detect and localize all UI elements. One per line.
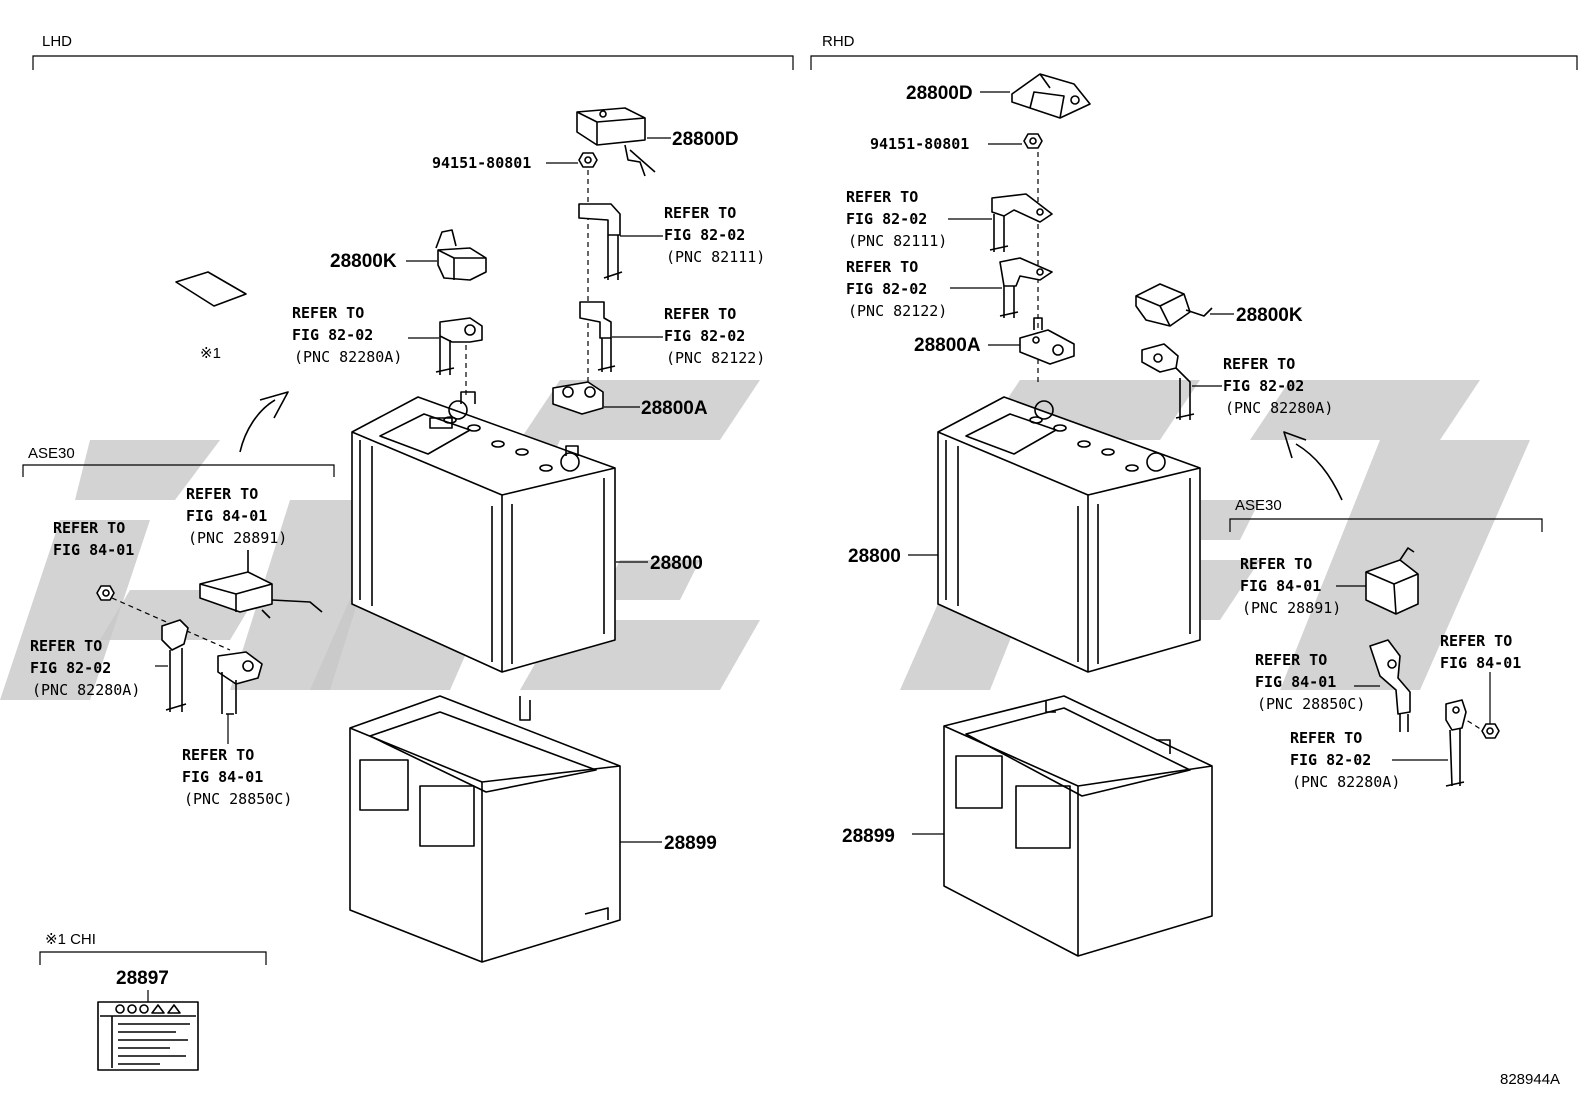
ref-28850c-line3-lhd: (PNC 28850C)	[184, 790, 292, 808]
ref-28891-line3-lhd: (PNC 28891)	[188, 529, 287, 547]
cable-terminal-82280a-rhd	[1141, 343, 1195, 420]
label-28899-rhd: 28899	[842, 826, 895, 847]
ref-28891-line3-rhd: (PNC 28891)	[1242, 599, 1341, 617]
lhd-bracket: LHD	[32, 33, 794, 70]
ref-28891-line2-rhd: FIG 84-01	[1240, 577, 1321, 595]
terminal-cover-28800k-lhd	[435, 229, 487, 281]
ref-82280a2-line2-rhd: FIG 82-02	[1290, 751, 1371, 769]
cable-terminal-82122-rhd	[999, 257, 1053, 318]
rhd-header: RHD	[822, 33, 855, 50]
ref-28891-line1-lhd: REFER TO	[186, 485, 258, 503]
ref-82280a-line1-lhd: REFER TO	[292, 304, 364, 322]
terminal-cover-28800k-rhd	[1135, 283, 1213, 327]
terminal-cover-28800d-lhd	[576, 107, 656, 177]
label-28897: 28897	[116, 968, 169, 989]
nut-8401-lhd	[96, 585, 115, 601]
ref-82111-line2-rhd: FIG 82-02	[846, 210, 927, 228]
cable-terminal-82122-lhd	[579, 301, 616, 372]
lhd-header: LHD	[42, 33, 72, 50]
battery-tray-28899-rhd	[943, 695, 1213, 957]
ref-82122-line2-rhd: FIG 82-02	[846, 280, 927, 298]
direction-arrow-lhd	[239, 391, 289, 453]
label-sheet-lhd	[175, 271, 247, 307]
battery-tray-28899-lhd	[349, 695, 621, 963]
nut-8401-rhd	[1481, 723, 1500, 739]
ref-82280a-line2-rhd: FIG 82-02	[1223, 377, 1304, 395]
ref-82280a2-line3-rhd: (PNC 82280A)	[1292, 773, 1400, 791]
label-28800k-rhd: 28800K	[1236, 305, 1303, 326]
ref-82122-line3-rhd: (PNC 82122)	[848, 302, 947, 320]
terminal-cover-28800d-rhd	[1011, 73, 1091, 119]
chi-note-header: ※1 CHI	[45, 931, 96, 948]
label-28800d-lhd: 28800D	[672, 129, 739, 150]
ref-82280a-line3-lhd: (PNC 82280A)	[294, 348, 402, 366]
caution-label-28897	[97, 1001, 199, 1071]
label-28800-lhd: 28800	[650, 553, 703, 574]
sensor-28850c-rhd	[1369, 639, 1411, 732]
battery-28800-rhd	[937, 396, 1201, 673]
ref-28850c-line1-rhd: REFER TO	[1255, 651, 1327, 669]
label-28800a-lhd: 28800A	[641, 398, 708, 419]
ref-82280a2-line3-lhd: (PNC 82280A)	[32, 681, 140, 699]
ref-28850c-line1-lhd: REFER TO	[182, 746, 254, 764]
terminal-clamp-28800a-lhd	[552, 381, 604, 415]
ref-8401-line1-rhd: REFER TO	[1440, 632, 1512, 650]
ase30-right-bracket: ASE30	[1229, 497, 1543, 532]
ref-82111-line1-lhd: REFER TO	[664, 204, 736, 222]
ref-82280a2-line1-lhd: REFER TO	[30, 637, 102, 655]
label-28800k-lhd: 28800K	[330, 251, 397, 272]
cable-terminal-82111-lhd	[578, 203, 623, 280]
ref-82111-line2-lhd: FIG 82-02	[664, 226, 745, 244]
rhd-bracket: RHD	[810, 33, 1578, 70]
ref-82122-line1-lhd: REFER TO	[664, 305, 736, 323]
sensor-28850c-lhd	[217, 651, 263, 715]
ase30-left-bracket: ASE30	[22, 445, 335, 477]
chi-note-bracket: ※1 CHI	[39, 931, 267, 965]
battery-28800-lhd	[351, 391, 616, 673]
ref-82111-line1-rhd: REFER TO	[846, 188, 918, 206]
ref-82111-line3-lhd: (PNC 82111)	[666, 248, 765, 266]
direction-arrow-rhd	[1283, 431, 1343, 501]
ref-28850c-line2-lhd: FIG 84-01	[182, 768, 263, 786]
ase30-left-header: ASE30	[28, 445, 75, 462]
label-94151-lhd: 94151-80801	[432, 154, 531, 172]
ref-82280a2-line2-lhd: FIG 82-02	[30, 659, 111, 677]
cable-terminal-82111-rhd	[989, 193, 1053, 252]
sensor-28891-lhd	[199, 550, 323, 619]
ref-8401-line1-lhd: REFER TO	[53, 519, 125, 537]
ref-28891-line1-rhd: REFER TO	[1240, 555, 1312, 573]
ase30-right-header: ASE30	[1235, 497, 1282, 514]
figure-id: 828944A	[1500, 1071, 1560, 1088]
label-94151-rhd: 94151-80801	[870, 135, 969, 153]
ref-28891-line2-lhd: FIG 84-01	[186, 507, 267, 525]
ref-28850c-line3-rhd: (PNC 28850C)	[1257, 695, 1365, 713]
sensor-28891-rhd	[1365, 547, 1419, 615]
cable-terminal-82280a-ase-lhd	[161, 619, 189, 712]
ref-28850c-line2-rhd: FIG 84-01	[1255, 673, 1336, 691]
ref-82280a-line3-rhd: (PNC 82280A)	[1225, 399, 1333, 417]
ref-82122-line1-rhd: REFER TO	[846, 258, 918, 276]
ref-82280a2-line1-rhd: REFER TO	[1290, 729, 1362, 747]
label-28800a-rhd: 28800A	[914, 335, 981, 356]
ref-8401-line2-rhd: FIG 84-01	[1440, 654, 1521, 672]
note1-marker-lhd: ※1	[200, 345, 221, 362]
cable-terminal-82280a-ase-rhd	[1445, 699, 1467, 787]
ref-82111-line3-rhd: (PNC 82111)	[848, 232, 947, 250]
nut-94151-rhd	[1023, 133, 1043, 149]
ref-82122-line3-lhd: (PNC 82122)	[666, 349, 765, 367]
label-28800d-rhd: 28800D	[906, 83, 973, 104]
ref-82122-line2-lhd: FIG 82-02	[664, 327, 745, 345]
ref-82280a-line1-rhd: REFER TO	[1223, 355, 1295, 373]
cable-terminal-82280a-lhd	[435, 317, 483, 375]
ref-8401-line2-lhd: FIG 84-01	[53, 541, 134, 559]
nut-94151-lhd	[578, 152, 598, 168]
ref-82280a-line2-lhd: FIG 82-02	[292, 326, 373, 344]
label-28800-rhd: 28800	[848, 546, 901, 567]
terminal-clamp-28800a-rhd	[1019, 317, 1075, 365]
label-28899-lhd: 28899	[664, 833, 717, 854]
